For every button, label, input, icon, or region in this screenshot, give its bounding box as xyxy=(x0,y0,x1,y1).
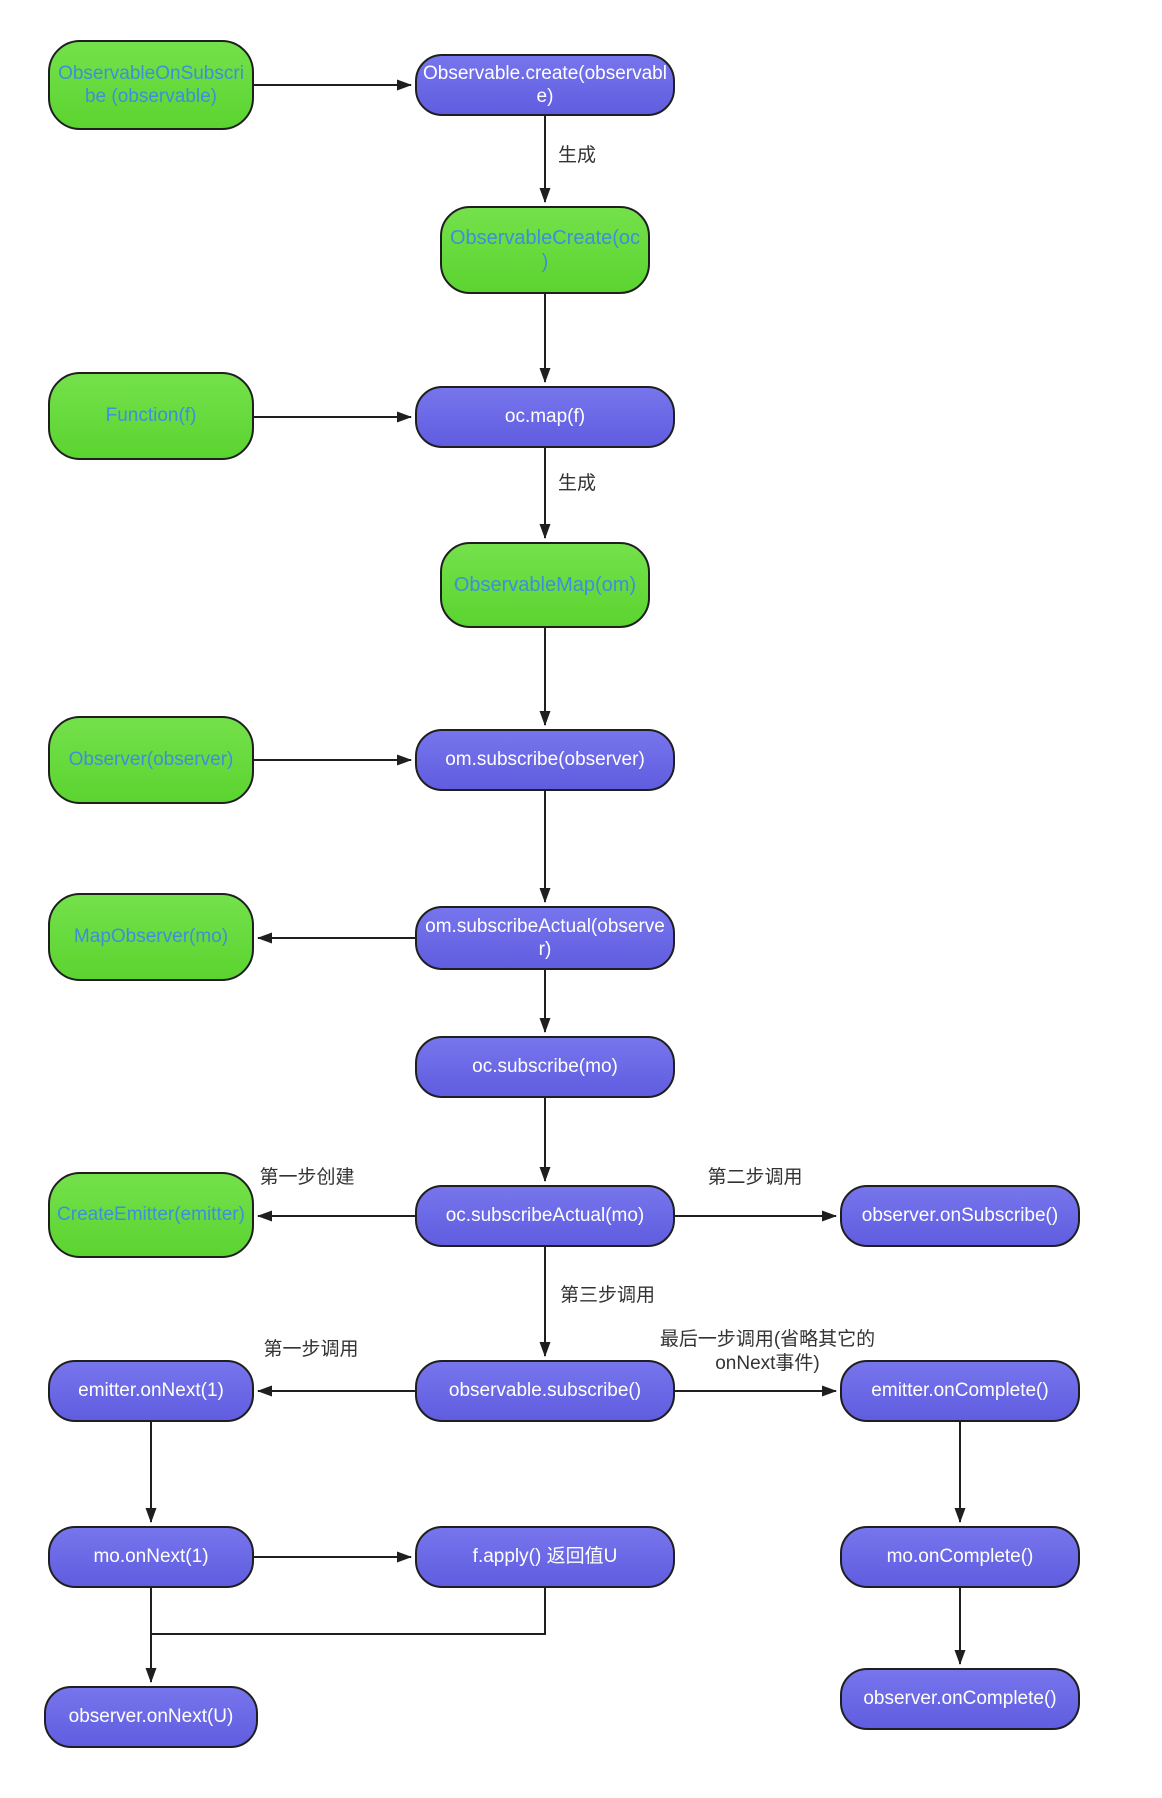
node-label: Function(f) xyxy=(105,405,197,427)
node-label: CreateEmitter(emitter) xyxy=(57,1204,245,1226)
node-mo-on-next: mo.onNext(1) xyxy=(48,1526,254,1588)
node-label: observable.subscribe() xyxy=(448,1380,642,1402)
node-label: observer.onSubscribe() xyxy=(861,1205,1059,1227)
edge-label-generate-2: 生成 xyxy=(558,473,597,494)
node-observable-map: ObservableMap(om) xyxy=(440,542,650,628)
node-label: emitter.onNext(1) xyxy=(78,1380,224,1402)
node-label: oc.subscribe(mo) xyxy=(472,1056,618,1078)
node-label: ObservableMap(om) xyxy=(453,573,637,596)
node-f-apply: f.apply() 返回值U xyxy=(415,1526,675,1588)
edge-label-step3-call: 第三步调用 xyxy=(560,1285,656,1306)
node-label: observer.onNext(U) xyxy=(68,1706,234,1728)
node-observable-subscribe: observable.subscribe() xyxy=(415,1360,675,1422)
node-label: oc.subscribeActual(mo) xyxy=(445,1205,645,1227)
node-function-f: Function(f) xyxy=(48,372,254,460)
node-observer-on-subscribe: observer.onSubscribe() xyxy=(840,1185,1080,1247)
node-observable-create-oc: ObservableCreate(oc) xyxy=(440,206,650,294)
node-label: mo.onComplete() xyxy=(886,1546,1034,1568)
node-observer-on-complete: observer.onComplete() xyxy=(840,1668,1080,1730)
node-label: f.apply() 返回值U xyxy=(472,1546,618,1568)
node-observable-on-subscribe: ObservableOnSubscribe (observable) xyxy=(48,40,254,130)
edge-label-last-call: 最后一步调用(省略其它的onNext事件) xyxy=(659,1329,876,1374)
node-label: ObservableCreate(oc) xyxy=(449,226,641,273)
node-label: mo.onNext(1) xyxy=(93,1546,209,1568)
node-oc-map: oc.map(f) xyxy=(415,386,675,448)
node-create-emitter: CreateEmitter(emitter) xyxy=(48,1172,254,1258)
node-label: ObservableOnSubscribe (observable) xyxy=(58,62,244,107)
node-om-subscribe: om.subscribe(observer) xyxy=(415,729,675,791)
node-label: observer.onComplete() xyxy=(863,1688,1057,1710)
node-label: MapObserver(mo) xyxy=(73,926,229,948)
node-emitter-on-complete: emitter.onComplete() xyxy=(840,1360,1080,1422)
node-emitter-on-next: emitter.onNext(1) xyxy=(48,1360,254,1422)
edge-fapply-elbow xyxy=(151,1588,546,1635)
edge-label-step2-call: 第二步调用 xyxy=(707,1167,803,1188)
edge-label-step1-create: 第一步创建 xyxy=(259,1167,355,1188)
node-label: oc.map(f) xyxy=(504,406,586,428)
node-label: Observer(observer) xyxy=(68,749,234,771)
node-observer: Observer(observer) xyxy=(48,716,254,804)
node-oc-subscribe: oc.subscribe(mo) xyxy=(415,1036,675,1098)
node-map-observer: MapObserver(mo) xyxy=(48,893,254,981)
node-label: om.subscribeActual(observer) xyxy=(425,915,665,960)
node-observable-create: Observable.create(observable) xyxy=(415,54,675,116)
node-om-subscribe-actual: om.subscribeActual(observer) xyxy=(415,906,675,970)
node-label: Observable.create(observable) xyxy=(423,62,667,107)
node-label: om.subscribe(observer) xyxy=(445,749,645,771)
node-mo-on-complete: mo.onComplete() xyxy=(840,1526,1080,1588)
node-label: emitter.onComplete() xyxy=(871,1380,1049,1402)
edge-label-generate-1: 生成 xyxy=(558,145,597,166)
edge-label-first-call: 第一步调用 xyxy=(263,1339,359,1360)
node-oc-subscribe-actual: oc.subscribeActual(mo) xyxy=(415,1185,675,1247)
node-observer-on-next-u: observer.onNext(U) xyxy=(44,1686,258,1748)
